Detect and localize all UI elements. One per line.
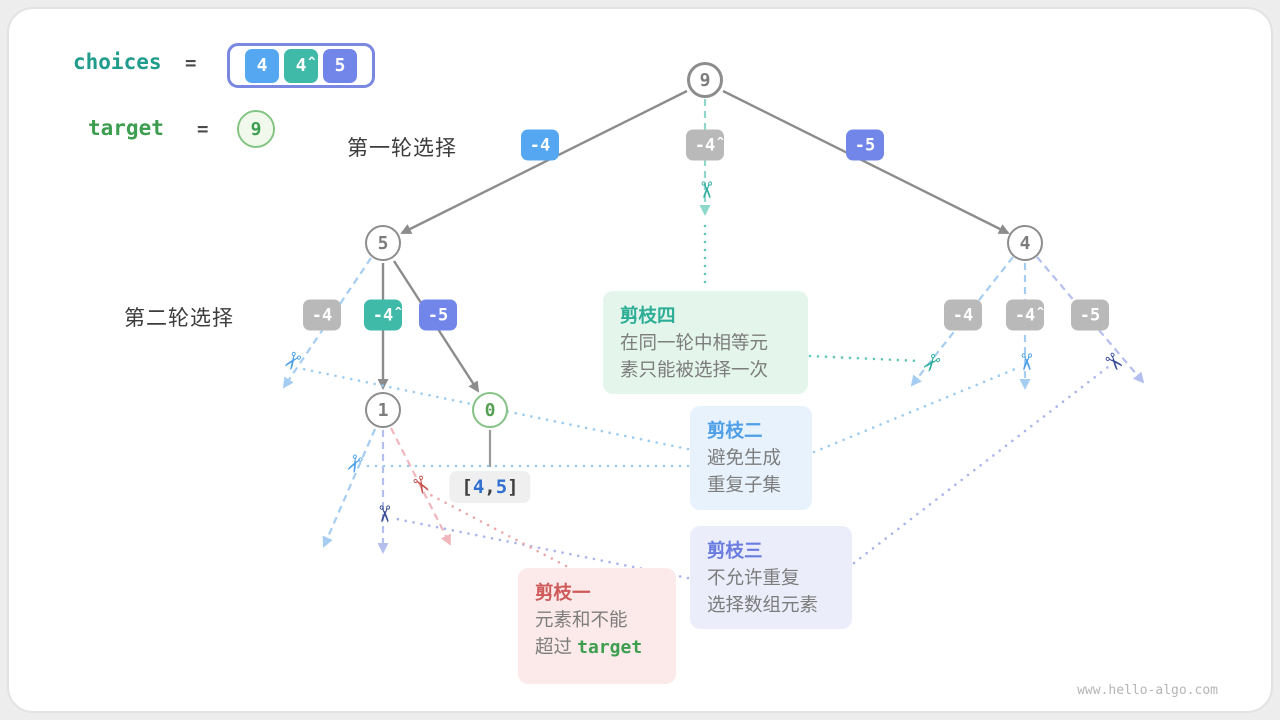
pruning-three-line1: 不允许重复 xyxy=(707,567,800,588)
result-comma: , xyxy=(484,476,496,498)
node-0: 0 xyxy=(472,392,508,428)
result-subset: [4,5] xyxy=(449,471,531,503)
scissors-icon-root-4hat: ✂ xyxy=(692,180,719,200)
choice-item-5: 5 xyxy=(323,48,357,83)
scissors-icon-4-minus4hat: ✂ xyxy=(1012,352,1039,372)
edge-label-r-minus5: -5 xyxy=(1071,299,1109,331)
scissors-icon-1-middle: ✂ xyxy=(370,504,397,524)
pruning-one-line1: 元素和不能 xyxy=(535,609,628,630)
pruning-two-line2: 重复子集 xyxy=(707,474,782,495)
node-5: 5 xyxy=(365,225,401,261)
pruning-two-title: 剪枝二 xyxy=(707,420,763,441)
choices-label: choices xyxy=(73,50,162,74)
pruning-one-line2-prefix: 超过 xyxy=(535,636,578,657)
choice-item-4: 4 xyxy=(245,48,279,83)
edge-label-r-minus4hat: -4̂ xyxy=(1006,299,1044,331)
round2-label: 第二轮选择 xyxy=(124,307,234,330)
edge-label-l-minus5: -5 xyxy=(419,299,457,331)
result-close-bracket: ] xyxy=(507,476,519,498)
round1-label: 第一轮选择 xyxy=(347,137,457,160)
edge-label-l-minus4: -4 xyxy=(303,299,341,331)
result-open-bracket: [ xyxy=(461,476,473,498)
target-label: target xyxy=(88,116,164,140)
pruning-four-title: 剪枝四 xyxy=(620,305,676,326)
pruning-one-title: 剪枝一 xyxy=(535,582,591,603)
node-1: 1 xyxy=(365,392,401,428)
node-4: 4 xyxy=(1007,225,1043,261)
result-value-5: 5 xyxy=(495,476,508,498)
pruning-note-three: 剪枝三 不允许重复 选择数组元素 xyxy=(690,526,852,629)
pruning-one-target-code: target xyxy=(577,637,643,658)
choices-equals: = xyxy=(185,52,197,74)
pruning-note-one: 剪枝一 元素和不能 超过 target xyxy=(518,568,676,684)
pruning-one-line2: 超过 target xyxy=(535,633,659,661)
pruning-three-line2: 选择数组元素 xyxy=(707,594,819,615)
pruning-note-two: 剪枝二 避免生成 重复子集 xyxy=(690,406,812,510)
target-value: 9 xyxy=(237,110,275,148)
node-root-9: 9 xyxy=(687,62,723,98)
edge-label-r-minus4: -4 xyxy=(944,299,982,331)
choices-array: 4 4̂ 5 xyxy=(227,43,375,88)
edge-label-r1-minus5: -5 xyxy=(846,129,884,161)
choice-item-4hat: 4̂ xyxy=(284,48,318,83)
target-equals: = xyxy=(197,118,209,140)
pruning-four-line1: 在同一轮中相等元 xyxy=(620,332,769,353)
watermark: www.hello-algo.com xyxy=(1077,683,1218,698)
edge-label-l-minus4hat: -4̂ xyxy=(364,299,402,331)
edge-label-r1-minus4hat: -4̂ xyxy=(686,129,724,161)
edge-label-r1-minus4: -4 xyxy=(521,129,559,161)
pruning-three-title: 剪枝三 xyxy=(707,540,763,561)
pruning-four-line2: 素只能被选择一次 xyxy=(620,359,769,380)
pruning-note-four: 剪枝四 在同一轮中相等元 素只能被选择一次 xyxy=(603,291,808,394)
result-value-4: 4 xyxy=(472,476,485,498)
pruning-two-line1: 避免生成 xyxy=(707,447,782,468)
